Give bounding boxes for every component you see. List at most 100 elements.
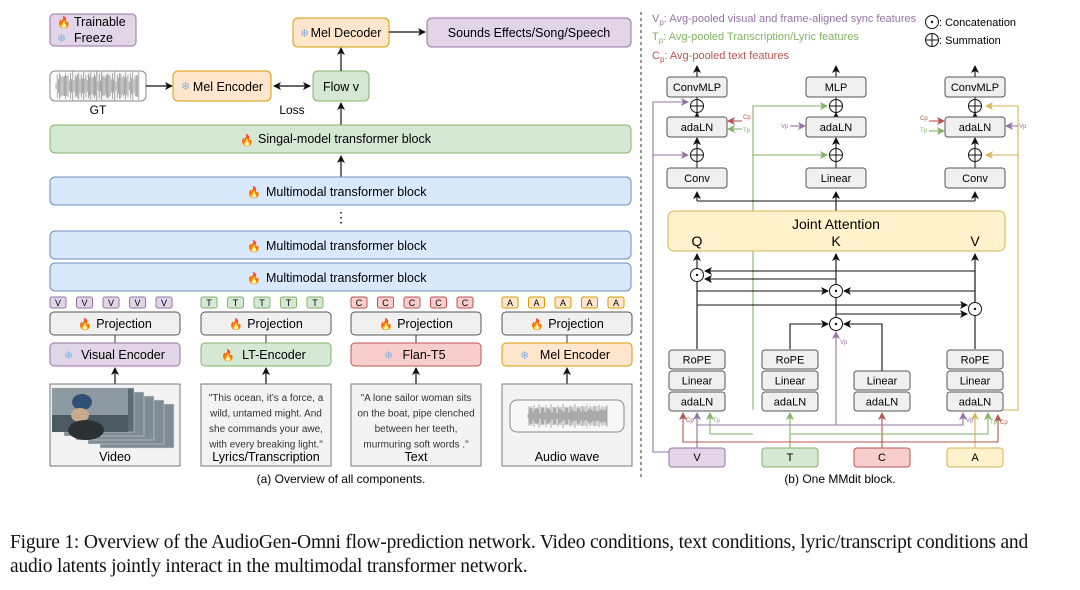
connector — [843, 320, 883, 371]
ellipsis: ⋮ — [334, 209, 348, 225]
projection-box: 🔥Projection — [49, 311, 181, 336]
stack-box-rope: RoPE — [946, 349, 1004, 370]
small-label: Tp — [990, 420, 998, 426]
token-t: T — [280, 296, 297, 309]
sum-icon — [968, 99, 982, 113]
panel-b: Vp: Avg-pooled visual and frame-aligned … — [652, 13, 1027, 486]
legend-concat-label: : Concatenation — [939, 17, 1016, 29]
token-label: V — [134, 298, 140, 308]
token-c: C — [403, 296, 421, 309]
token-t: T — [227, 296, 244, 309]
fire-icon: 🔥 — [530, 318, 544, 331]
top-mlp-box: MLP — [805, 76, 867, 98]
stack-box-adaln-label: adaLN — [959, 397, 991, 409]
token-label: A — [613, 298, 619, 308]
legend-cp: Cp: Avg-pooled text features — [652, 50, 789, 64]
gt-label: GT — [90, 103, 107, 117]
input-text-line: "A lone sailor woman sits — [361, 393, 472, 404]
mm-block-label: Multimodal transformer block — [266, 239, 427, 253]
snowflake-icon: ❄ — [300, 28, 309, 40]
snowflake-icon: ❄ — [64, 350, 73, 362]
input-label: Text — [405, 450, 428, 464]
small-label: Vp — [840, 340, 848, 346]
encoder-label: Visual Encoder — [81, 348, 165, 362]
token-t: T — [200, 296, 218, 309]
token-label: T — [233, 298, 239, 308]
figure: 🔥 Trainable ❄ Freeze GT ❄ Mel Encoder Lo… — [49, 12, 1027, 486]
token-label: V — [55, 298, 61, 308]
subcaption-b: (b) One MMdit block. — [784, 472, 895, 486]
sum-icon — [968, 148, 982, 162]
small-label: Tp — [920, 128, 928, 134]
output-label: Sounds Effects/Song/Speech — [448, 26, 610, 40]
stack-box-linear: Linear — [668, 370, 726, 391]
fire-icon: 🔥 — [57, 16, 71, 29]
small-label: Cp — [920, 116, 928, 122]
small-label: Vp — [966, 418, 974, 424]
input-box: Audio wave — [501, 383, 633, 467]
single-model-block: 🔥 Singal-model transformer block — [49, 124, 632, 154]
concat-icon — [968, 302, 982, 316]
input-token-c: C — [853, 447, 911, 468]
token-label: C — [435, 298, 442, 308]
projection-label: Projection — [397, 317, 453, 331]
qkv-label: Q — [692, 233, 703, 249]
small-label: Vp — [781, 124, 789, 130]
flow-v-label: Flow v — [323, 80, 360, 94]
token-c: C — [430, 296, 447, 309]
mm-block-mid: 🔥 Multimodal transformer block — [49, 230, 632, 260]
adaln-box: adaLN — [805, 116, 867, 138]
snowflake-icon: ❄ — [520, 350, 529, 362]
input-label: Video — [99, 450, 131, 464]
flow-v-box: Flow v — [312, 70, 370, 102]
token-label: A — [560, 298, 566, 308]
fire-icon: 🔥 — [229, 318, 243, 331]
loss-label: Loss — [279, 103, 304, 117]
token-label: C — [382, 298, 389, 308]
adaln-box: adaLN — [666, 116, 728, 138]
stack-box-linear: Linear — [761, 370, 819, 391]
token-label: T — [206, 298, 212, 308]
qkv-label: K — [831, 233, 841, 249]
token-label: V — [81, 298, 87, 308]
input-text-line: wild, untamed might. And — [209, 409, 322, 420]
input-token-a: A — [946, 447, 1004, 468]
mid-box-label: Conv — [962, 173, 988, 185]
stack-box-rope: RoPE — [761, 349, 819, 370]
fire-icon: 🔥 — [247, 272, 261, 285]
yellow-rail — [985, 102, 1019, 155]
purple-rail — [652, 98, 689, 155]
panel-a: 🔥 Trainable ❄ Freeze GT ❄ Mel Encoder Lo… — [49, 13, 633, 486]
input-text-line: with every breaking light." — [208, 440, 323, 451]
encoder-label: Mel Encoder — [540, 348, 610, 362]
encoder-box: ❄Flan-T5 — [350, 342, 482, 367]
legend-vp: Vp: Avg-pooled visual and frame-aligned … — [652, 13, 917, 27]
adaln-box-label: adaLN — [959, 122, 991, 134]
video-frames-image — [51, 387, 175, 449]
stack-box-linear: Linear — [853, 370, 911, 391]
token-a: A — [607, 296, 625, 309]
input-token-label: V — [693, 452, 701, 464]
single-block-label: Singal-model transformer block — [258, 132, 432, 146]
joint-attention-label: Joint Attention — [792, 216, 880, 232]
projection-label: Projection — [548, 317, 604, 331]
stack-box-linear: Linear — [946, 370, 1004, 391]
encoder-box: ❄ Mel Encoder — [501, 342, 633, 367]
projection-box: 🔥Projection — [200, 311, 332, 336]
token-label: A — [533, 298, 539, 308]
green-rail — [752, 102, 828, 155]
token-label: A — [507, 298, 513, 308]
stack-box-adaln: adaLN — [668, 391, 726, 412]
mel-decoder-label: Mel Decoder — [311, 26, 382, 40]
stack-box-linear-label: Linear — [867, 376, 898, 388]
token-v: V — [76, 296, 93, 309]
input-text-line: murmuring soft words ." — [363, 440, 469, 451]
token-label: T — [286, 298, 292, 308]
encoder-box: ❄ Visual Encoder — [49, 342, 181, 367]
top-mlp-box-label: ConvMLP — [673, 82, 721, 94]
qkv-label: V — [970, 233, 980, 249]
input-label: Audio wave — [535, 450, 600, 464]
